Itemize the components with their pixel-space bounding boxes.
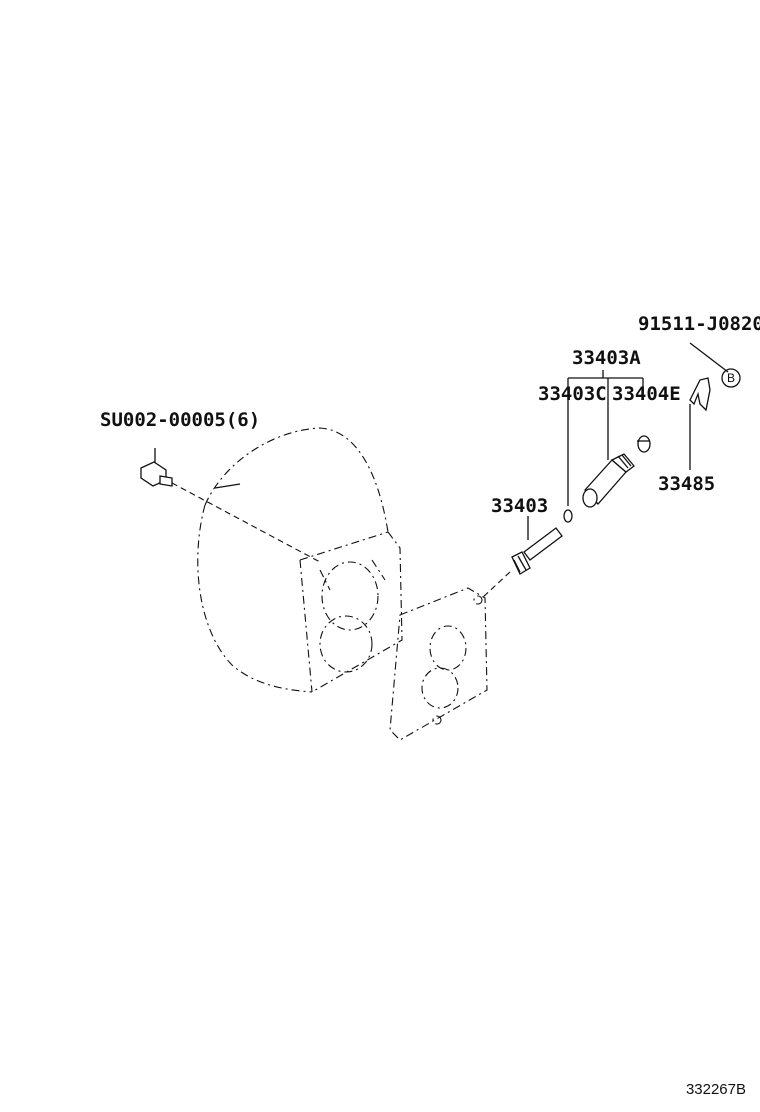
label-bolt: SU002-00005(6) bbox=[100, 409, 260, 431]
circle-ref-letter: B bbox=[727, 371, 735, 385]
cover-plate bbox=[389, 587, 488, 741]
circle-ref-marker bbox=[721, 368, 741, 388]
label-clip-code: 91511-J0820 bbox=[638, 313, 760, 335]
sleeve-part bbox=[637, 435, 651, 453]
bolt-part bbox=[140, 448, 321, 563]
label-clip: 33485 bbox=[658, 473, 715, 495]
figure-code: 332267B bbox=[686, 1081, 746, 1098]
label-drive-gear: 33403 bbox=[491, 495, 548, 517]
sensor-assembly-part bbox=[582, 453, 635, 508]
transmission-case bbox=[197, 427, 403, 693]
label-sensor-assembly: 33403A bbox=[572, 347, 641, 369]
drive-gear-part bbox=[481, 516, 563, 599]
label-sleeve: 33404E bbox=[612, 383, 681, 405]
callout-bracket bbox=[567, 370, 644, 460]
clip-part bbox=[689, 342, 729, 470]
o-ring-part bbox=[563, 405, 573, 523]
label-o-ring: 33403C bbox=[538, 383, 607, 405]
